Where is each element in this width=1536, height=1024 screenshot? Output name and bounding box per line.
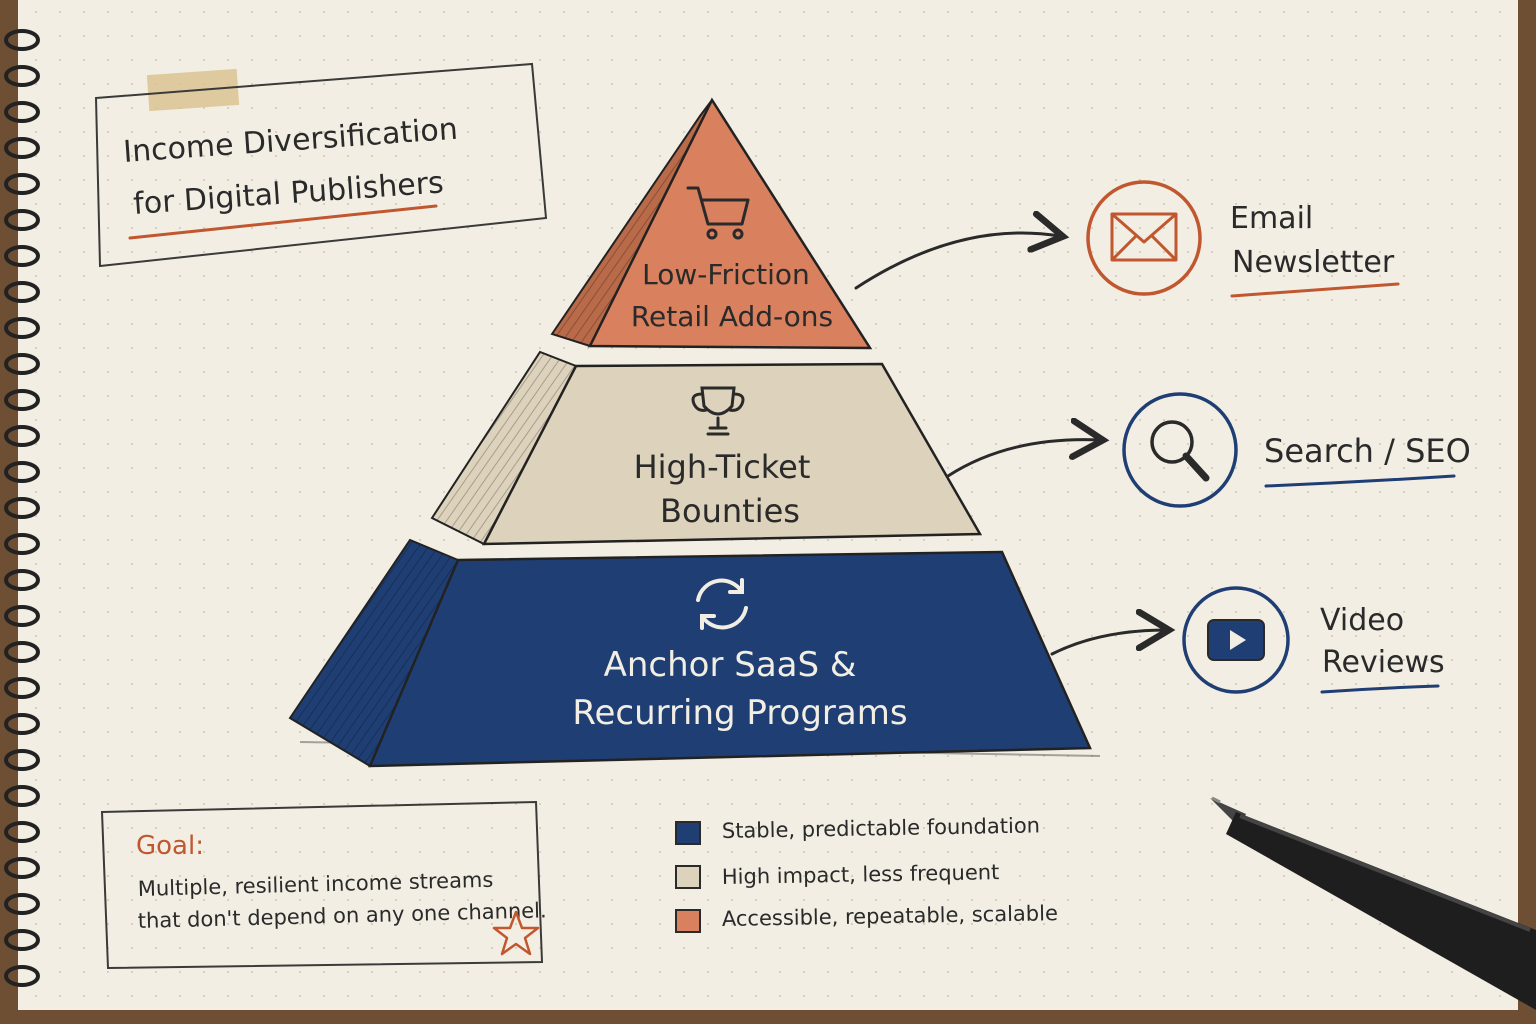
spiral-ring	[4, 389, 40, 411]
shopping-cart-icon	[686, 186, 750, 240]
spiral-ring	[4, 461, 40, 483]
spiral-ring	[4, 713, 40, 735]
tier-bottom-label-2: Recurring Programs	[572, 693, 907, 733]
channel-video-label-2: Reviews	[1322, 645, 1445, 680]
tier-top: Low-Friction Retail Add-ons	[550, 97, 873, 350]
channel-email-label-1: Email	[1230, 201, 1313, 236]
tier-bottom-label-1: Anchor SaaS &	[604, 645, 857, 685]
spiral-binding	[4, 29, 40, 987]
spiral-ring	[4, 965, 40, 987]
title-underline	[128, 204, 438, 240]
spiral-ring	[4, 353, 40, 375]
spiral-ring	[4, 929, 40, 951]
legend-swatch-0	[675, 821, 701, 845]
arrow-to-video	[1050, 630, 1166, 656]
spiral-ring	[4, 677, 40, 699]
spiral-ring	[4, 425, 40, 447]
spiral-ring	[4, 173, 40, 195]
channel-video: Video Reviews	[1182, 586, 1445, 694]
tier-top-label-2: Retail Add-ons	[631, 300, 833, 333]
legend-text-0: Stable, predictable foundation	[722, 813, 1041, 843]
tier-middle: High-Ticket Bounties	[430, 350, 983, 546]
legend-text-1: High impact, less frequent	[722, 860, 1000, 889]
trophy-icon	[691, 386, 745, 436]
tier-middle-label-1: High-Ticket	[634, 448, 811, 486]
pen	[1210, 796, 1536, 1010]
tier-middle-face	[481, 362, 983, 546]
goal-heading: Goal:	[136, 831, 204, 861]
channel-email: Email Newsletter	[1086, 180, 1400, 298]
tier-top-label-1: Low-Friction	[642, 258, 810, 291]
spiral-ring	[4, 641, 40, 663]
channel-video-label-1: Video	[1320, 603, 1404, 638]
play-button-icon	[1207, 619, 1265, 661]
spiral-ring	[4, 245, 40, 267]
star-icon	[492, 910, 540, 956]
spiral-ring	[4, 101, 40, 123]
arrow-to-email	[854, 233, 1060, 290]
spiral-ring	[4, 749, 40, 771]
arrow-to-search	[946, 440, 1100, 478]
legend-swatch-2	[675, 909, 701, 933]
legend: Stable, predictable foundation High impa…	[675, 813, 1058, 933]
spiral-ring	[4, 281, 40, 303]
magnifier-icon	[1150, 420, 1210, 482]
envelope-icon	[1110, 212, 1178, 262]
spiral-ring	[4, 497, 40, 519]
spiral-ring	[4, 785, 40, 807]
tier-middle-label-2: Bounties	[660, 492, 800, 530]
spiral-ring	[4, 893, 40, 915]
channel-search: Search / SEO	[1122, 392, 1471, 508]
spiral-ring	[4, 29, 40, 51]
spiral-ring	[4, 533, 40, 555]
spiral-ring	[4, 857, 40, 879]
spiral-ring	[4, 317, 40, 339]
legend-text-2: Accessible, repeatable, scalable	[722, 901, 1058, 931]
channel-email-label-2: Newsletter	[1232, 245, 1395, 280]
spiral-ring	[4, 569, 40, 591]
spiral-ring	[4, 605, 40, 627]
spiral-ring	[4, 137, 40, 159]
legend-swatch-1	[675, 865, 701, 889]
spiral-ring	[4, 65, 40, 87]
refresh-cycle-icon	[696, 578, 748, 630]
spiral-ring	[4, 821, 40, 843]
tier-bottom: Anchor SaaS & Recurring Programs	[288, 538, 1092, 768]
channel-search-label: Search / SEO	[1264, 432, 1471, 470]
spiral-ring	[4, 209, 40, 231]
pyramid: Anchor SaaS & Recurring Programs High-Ti…	[288, 97, 1101, 768]
tier-bottom-face	[368, 550, 1092, 768]
